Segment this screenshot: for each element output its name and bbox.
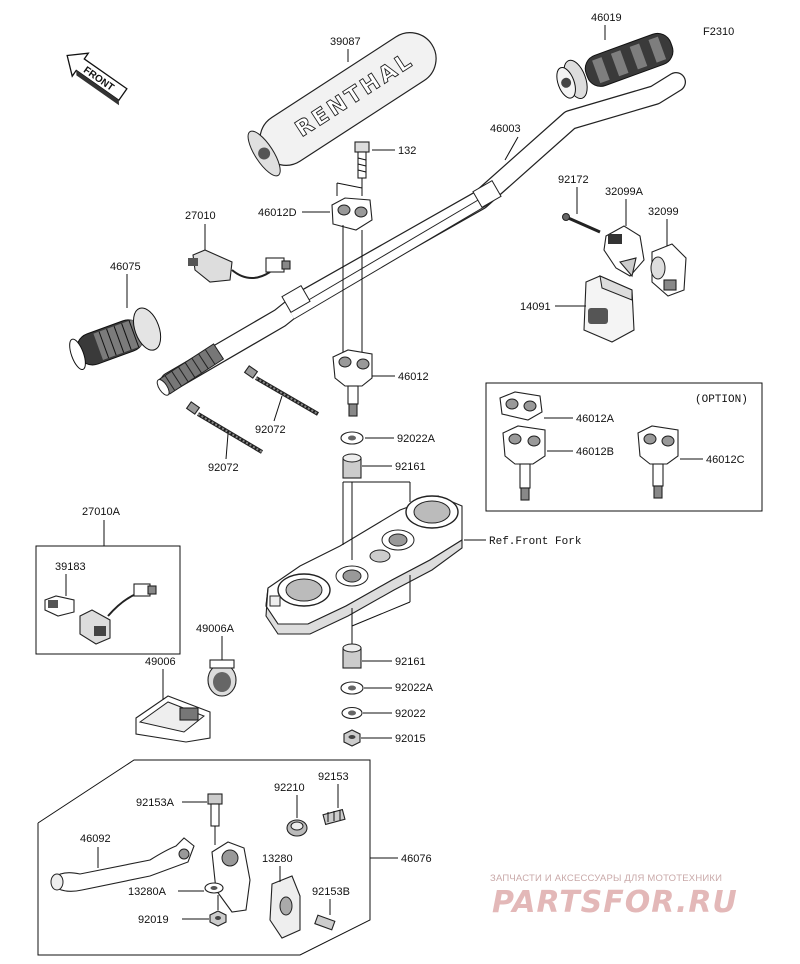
label-92161-top: 92161 <box>395 461 426 473</box>
bolt-92153A <box>207 793 223 827</box>
housing-32099 <box>650 243 687 297</box>
cover-49006 <box>135 695 211 743</box>
label-46012B: 46012B <box>576 446 614 458</box>
kit-27010A-box: 39183 <box>35 545 181 655</box>
nut-92015 <box>343 729 361 747</box>
collar-92161-bot <box>342 643 362 669</box>
label-132: 132 <box>398 145 416 157</box>
label-46012A: 46012A <box>576 413 615 425</box>
label-92153B: 92153B <box>312 886 350 898</box>
label-92072-b: 92072 <box>208 462 239 474</box>
switch-27010 <box>188 249 291 283</box>
label-46012C: 46012C <box>706 454 745 466</box>
clamp-46012D <box>331 197 373 231</box>
ref-front-fork: Ref.Front Fork <box>489 536 582 548</box>
label-46012D: 46012D <box>258 207 297 219</box>
triple-clamp <box>265 495 463 635</box>
adjuster-92210 <box>286 819 308 837</box>
label-92161-bot: 92161 <box>395 656 426 668</box>
cable-tie-a <box>243 365 320 416</box>
front-arrow-icon: FRONT <box>66 52 128 106</box>
label-92015: 92015 <box>395 733 426 745</box>
screw-92172 <box>562 213 601 234</box>
label-46019: 46019 <box>591 12 622 24</box>
label-39087: 39087 <box>330 36 361 48</box>
washer-92022A-bot <box>340 681 364 695</box>
label-14091: 14091 <box>520 301 551 313</box>
label-39183: 39183 <box>55 561 86 573</box>
label-46076: 46076 <box>401 853 432 865</box>
label-49006: 49006 <box>145 656 176 668</box>
label-92022A-top: 92022A <box>397 433 436 445</box>
label-92072-a: 92072 <box>255 424 286 436</box>
left-grip <box>69 307 162 371</box>
label-92172: 92172 <box>558 174 589 186</box>
label-92022: 92022 <box>395 708 426 720</box>
label-46075: 46075 <box>110 261 141 273</box>
right-grip <box>556 32 674 99</box>
label-27010: 27010 <box>185 210 216 222</box>
washer-92022A-top <box>340 431 364 445</box>
housing-32099A <box>603 225 645 278</box>
label-46003: 46003 <box>490 123 521 135</box>
lever-46092 <box>50 837 195 892</box>
label-13280A: 13280A <box>128 886 167 898</box>
option-label: (OPTION) <box>695 394 748 406</box>
cover-49006A <box>207 659 237 697</box>
label-92153A: 92153A <box>136 797 175 809</box>
screw-92153 <box>322 808 346 826</box>
nut-92019 <box>209 910 227 927</box>
washer-13280A <box>204 882 224 894</box>
watermark-brand: PARTSFOR.RU <box>492 885 738 920</box>
label-13280: 13280 <box>262 853 293 865</box>
clamp-46012 <box>332 349 373 417</box>
label-92210: 92210 <box>274 782 305 794</box>
option-box: (OPTION) 46012A 46012B 46012C <box>485 382 763 512</box>
label-49006A: 49006A <box>196 623 235 635</box>
lever-assembly-box <box>37 759 398 956</box>
collar-92161-top <box>342 453 362 479</box>
label-32099A: 32099A <box>605 186 644 198</box>
cable-tie-b <box>185 401 264 454</box>
diagram-code: F2310 <box>703 26 734 38</box>
perch-13280 <box>211 841 301 939</box>
label-27010A: 27010A <box>82 506 121 518</box>
label-46012: 46012 <box>398 371 429 383</box>
screw-92153B <box>314 914 336 931</box>
label-92019: 92019 <box>138 914 169 926</box>
housing-14091 <box>583 275 635 343</box>
label-92153: 92153 <box>318 771 349 783</box>
label-92022A-bot: 92022A <box>395 682 434 694</box>
bolt-132 <box>354 141 370 179</box>
watermark-tagline: ЗАПЧАСТИ И АКСЕССУАРЫ ДЛЯ МОТОТЕХНИКИ <box>490 873 722 884</box>
washer-92022 <box>341 706 363 720</box>
handlebar <box>156 72 686 396</box>
label-32099: 32099 <box>648 206 679 218</box>
label-46092: 46092 <box>80 833 111 845</box>
